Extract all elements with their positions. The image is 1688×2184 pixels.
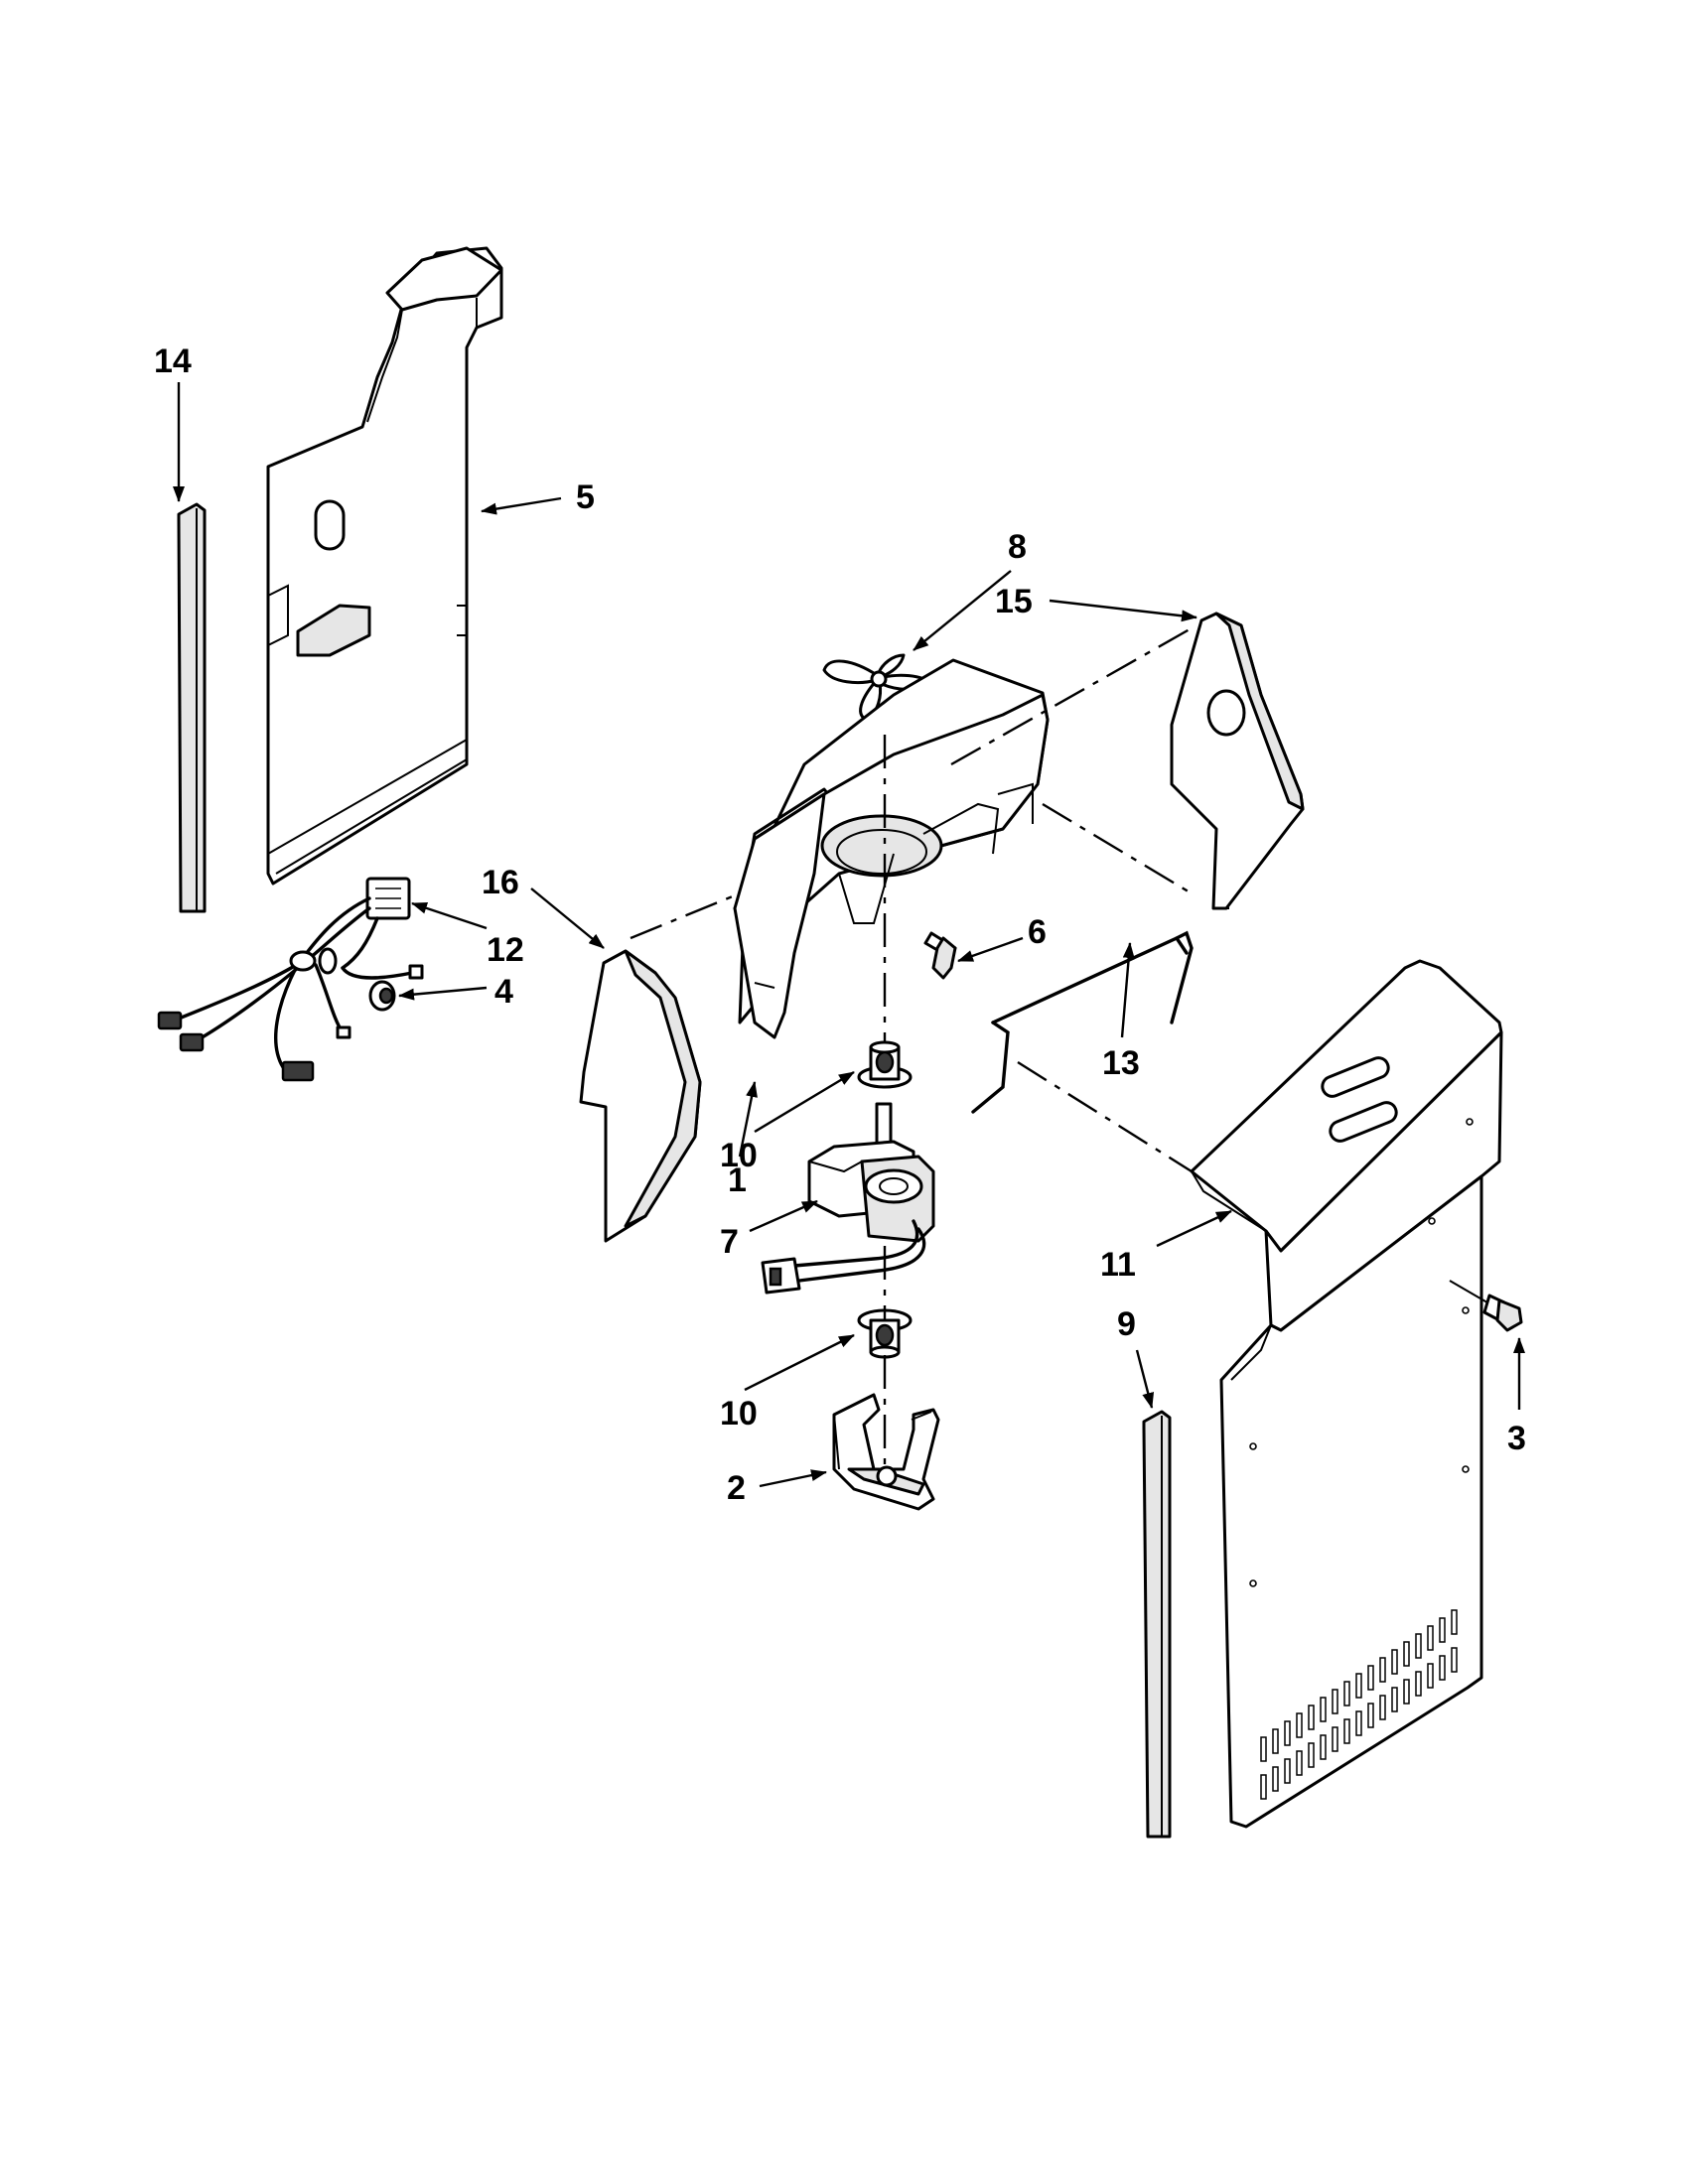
part-3-screw xyxy=(1449,1280,1523,1332)
callout-15: 15 xyxy=(995,583,1033,620)
callout-10-upper: 10 xyxy=(720,1137,758,1174)
part-5-duct-cover xyxy=(266,246,503,886)
part-6-screw xyxy=(923,931,957,980)
part-13-wire-clip xyxy=(971,930,1194,1114)
part-4-grommet xyxy=(368,980,396,1012)
callout-16: 16 xyxy=(482,864,519,901)
callout-12: 12 xyxy=(487,931,524,969)
callout-7: 7 xyxy=(720,1223,739,1261)
assembly-lines xyxy=(630,623,1197,1469)
part-9-gasket-strip xyxy=(1142,1410,1172,1839)
part-15-baffle xyxy=(1170,612,1305,910)
part-7-fan-motor xyxy=(761,1102,935,1295)
callout-5: 5 xyxy=(576,478,595,516)
leader-arrows xyxy=(173,382,1525,1488)
callout-6: 6 xyxy=(1028,913,1047,951)
callout-4: 4 xyxy=(494,973,513,1011)
callout-2: 2 xyxy=(727,1469,746,1507)
part-14-gasket-strip xyxy=(177,502,207,913)
part-12-wire-harness xyxy=(157,877,424,1082)
callout-1: 1 xyxy=(728,1161,747,1199)
callout-labels: 14 5 8 15 16 12 4 6 13 1 10 7 11 9 10 3 … xyxy=(154,342,1526,1507)
callout-14: 14 xyxy=(154,342,192,380)
callout-13: 13 xyxy=(1102,1044,1140,1082)
part-2-motor-bracket xyxy=(832,1393,940,1511)
part-16-baffle xyxy=(579,949,702,1243)
callout-9: 9 xyxy=(1117,1305,1136,1343)
callout-10-lower: 10 xyxy=(720,1395,758,1433)
part-11-rear-panel xyxy=(1190,959,1503,1829)
callout-11: 11 xyxy=(1100,1246,1136,1284)
vent-slots xyxy=(1260,1609,1458,1800)
part-1-fan-housing xyxy=(733,658,1050,1039)
part-10-grommet-upper xyxy=(857,1040,913,1089)
callout-8: 8 xyxy=(1008,528,1027,566)
callout-3: 3 xyxy=(1507,1420,1526,1457)
